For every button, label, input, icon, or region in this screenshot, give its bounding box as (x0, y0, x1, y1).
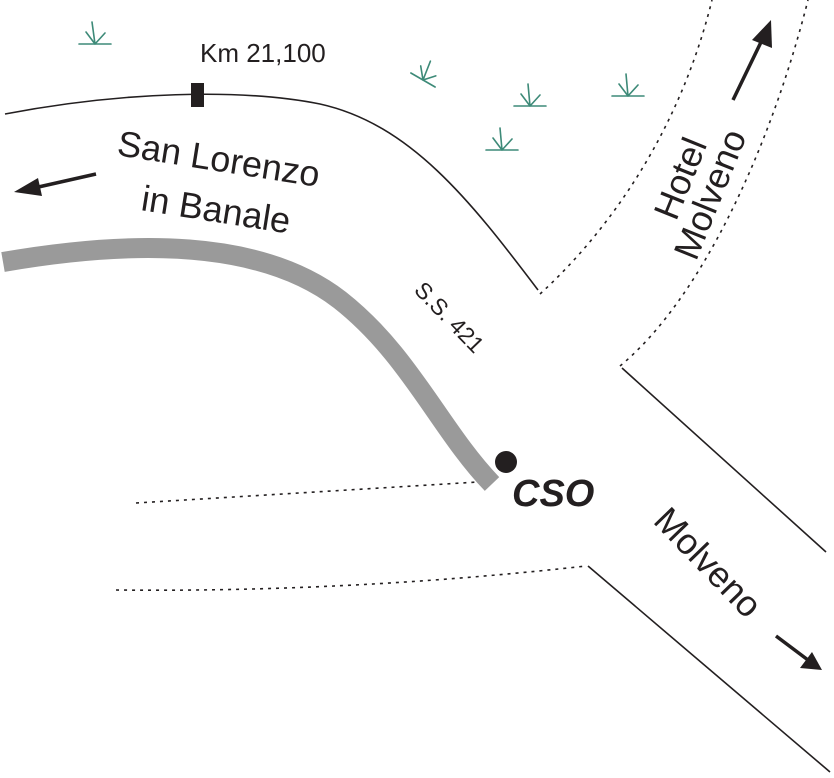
location-dot-icon (495, 451, 517, 473)
molveno-road-lower-edge (587, 565, 831, 773)
milestone-marker (191, 83, 204, 107)
site-label: CSO (512, 473, 594, 515)
grass-tuft-icon (485, 127, 519, 151)
grass-tufts (78, 21, 645, 151)
arrow-icon (14, 172, 97, 196)
arrow-icon (774, 634, 822, 670)
destination-west: San Lorenzo in Banale (14, 122, 323, 241)
west-side-road-lower-edge (115, 565, 587, 592)
road-name-label: S.S. 421 (409, 276, 489, 358)
destination-east-label: Molveno (646, 499, 770, 625)
west-side-road-upper-edge (135, 481, 479, 504)
main-road-upper-edge (4, 93, 539, 291)
main-road-lower-edge (621, 367, 827, 553)
grass-tuft-icon (513, 83, 547, 107)
destination-north: Hotel Molveno (645, 20, 772, 265)
access-route (1, 238, 500, 491)
arrow-icon (731, 20, 772, 101)
roads (4, 0, 831, 773)
grass-tuft-icon (78, 21, 112, 45)
grass-tuft-icon (410, 60, 437, 88)
km-marker-label: Km 21,100 (200, 38, 326, 68)
grass-tuft-icon (611, 73, 645, 97)
hotel-road-right-edge (619, 0, 809, 367)
